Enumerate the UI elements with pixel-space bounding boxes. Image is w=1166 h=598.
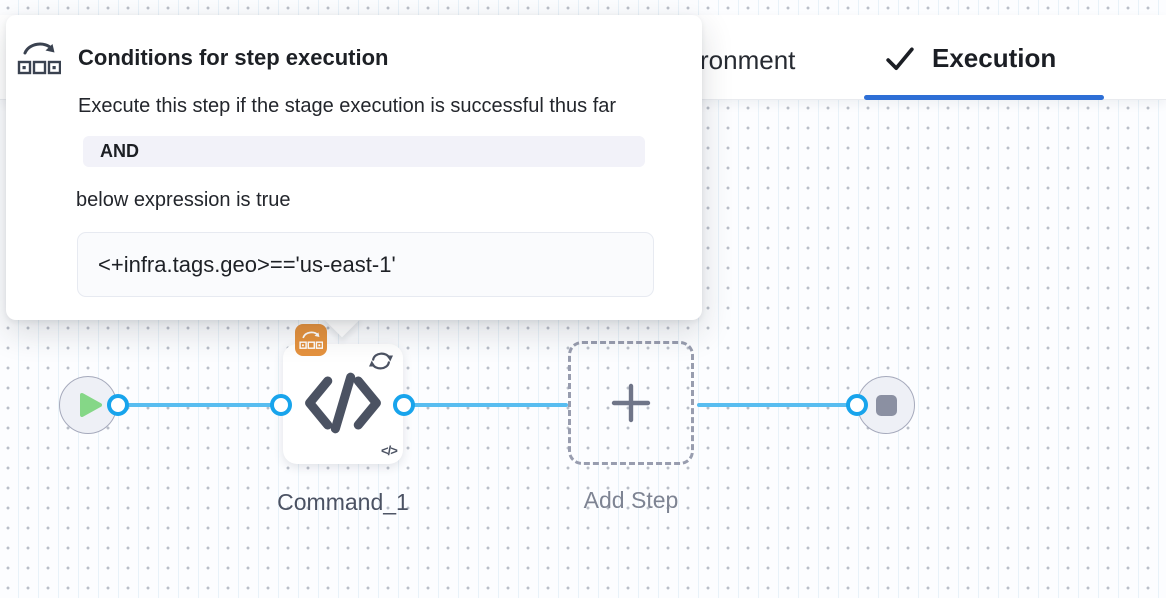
code-icon	[305, 372, 381, 434]
tab-execution[interactable]: Execution	[886, 43, 1056, 74]
connection-port[interactable]	[393, 394, 415, 416]
conditional-execution-badge[interactable]	[295, 324, 327, 356]
conditional-execution-icon	[299, 331, 323, 349]
connection-port[interactable]	[107, 394, 129, 416]
connection-port[interactable]	[270, 394, 292, 416]
popover-title: Conditions for step execution	[78, 45, 389, 70]
conditional-execution-icon	[17, 42, 61, 75]
step-label[interactable]: Command_1	[277, 489, 409, 515]
tab-execution-label: Execution	[932, 43, 1057, 73]
popover-description: Execute this step if the stage execution…	[78, 95, 617, 117]
plus-icon	[611, 383, 651, 423]
connector-line	[118, 403, 281, 407]
expression-value: <+infra.tags.geo>=='us-east-1'	[77, 232, 654, 297]
condition-intro-text: below expression is true	[76, 189, 291, 211]
conditions-popover: Conditions for step execution Execute th…	[6, 15, 702, 320]
connector-line	[697, 403, 857, 407]
add-step-node[interactable]	[568, 341, 694, 465]
add-step-label[interactable]: Add Step	[583, 487, 679, 513]
stop-icon	[875, 394, 897, 416]
retry-loop-icon	[369, 352, 393, 370]
connection-port[interactable]	[846, 394, 868, 416]
mini-code-icon: </>	[381, 443, 398, 458]
active-tab-indicator	[864, 95, 1104, 100]
step-node-command[interactable]: </>	[283, 324, 403, 464]
check-icon	[886, 46, 914, 70]
connector-line	[404, 403, 568, 407]
tab-environment[interactable]: ronment	[700, 45, 796, 75]
play-icon	[79, 393, 102, 417]
operator-badge: AND	[83, 136, 645, 167]
